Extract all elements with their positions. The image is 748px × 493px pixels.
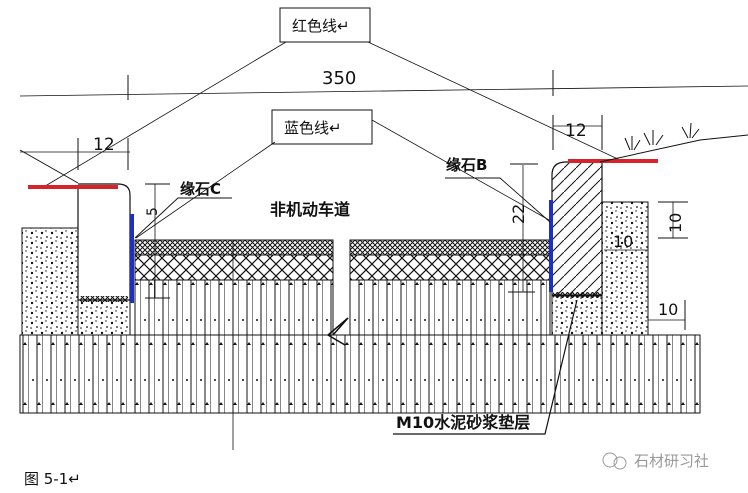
mortar-bed-label: M10水泥砂浆垫层 xyxy=(396,413,530,432)
grass-icon xyxy=(624,122,700,151)
watermark: 石材研习社 xyxy=(602,452,709,470)
lane-label: 非机动车道 xyxy=(270,200,350,219)
left-concrete-backing xyxy=(21,227,79,336)
break-symbol xyxy=(326,317,349,346)
base-layer-right xyxy=(349,279,551,336)
watermark-text: 石材研习社 xyxy=(634,452,709,470)
surface-course-left xyxy=(134,239,334,256)
right-mortar xyxy=(553,292,601,298)
left-curb-width-value: 12 xyxy=(93,135,115,155)
right-curb-width-value: 12 xyxy=(565,121,587,141)
foundation-layer xyxy=(19,334,701,414)
red-line-callout-text: 红色线↵ xyxy=(292,17,350,35)
backing-height-value: 10 xyxy=(666,213,685,233)
curb-c-exposure-value: 5 xyxy=(145,207,161,216)
blue-line-callout-text: 蓝色线↵ xyxy=(284,119,342,137)
curb-c-label: 缘石C xyxy=(180,180,221,198)
figure-caption: 图 5-1↵ xyxy=(24,470,81,488)
right-concrete-backing xyxy=(601,201,649,336)
total-width-value: 350 xyxy=(322,68,356,89)
foundation-offset-value: 10 xyxy=(658,300,678,319)
curb-b-exposure-value: 22 xyxy=(509,204,528,224)
curb-c xyxy=(77,183,131,301)
left-curb-bedding xyxy=(77,299,131,336)
curb-b xyxy=(551,161,603,296)
red-line-callout: 红色线↵ xyxy=(41,7,621,189)
left-mortar xyxy=(80,296,128,302)
surface-course-right xyxy=(349,239,551,256)
binder-course-left xyxy=(134,254,334,281)
slope-line xyxy=(599,134,748,163)
base-layer-left xyxy=(134,279,334,336)
blue-line-callout: 蓝色线↵ xyxy=(135,109,550,239)
curb-b-label: 缘石B xyxy=(446,156,487,174)
total-width-dimension: 350 xyxy=(19,68,748,100)
backing-width-value: 10 xyxy=(613,232,633,251)
binder-course-right xyxy=(349,254,551,281)
